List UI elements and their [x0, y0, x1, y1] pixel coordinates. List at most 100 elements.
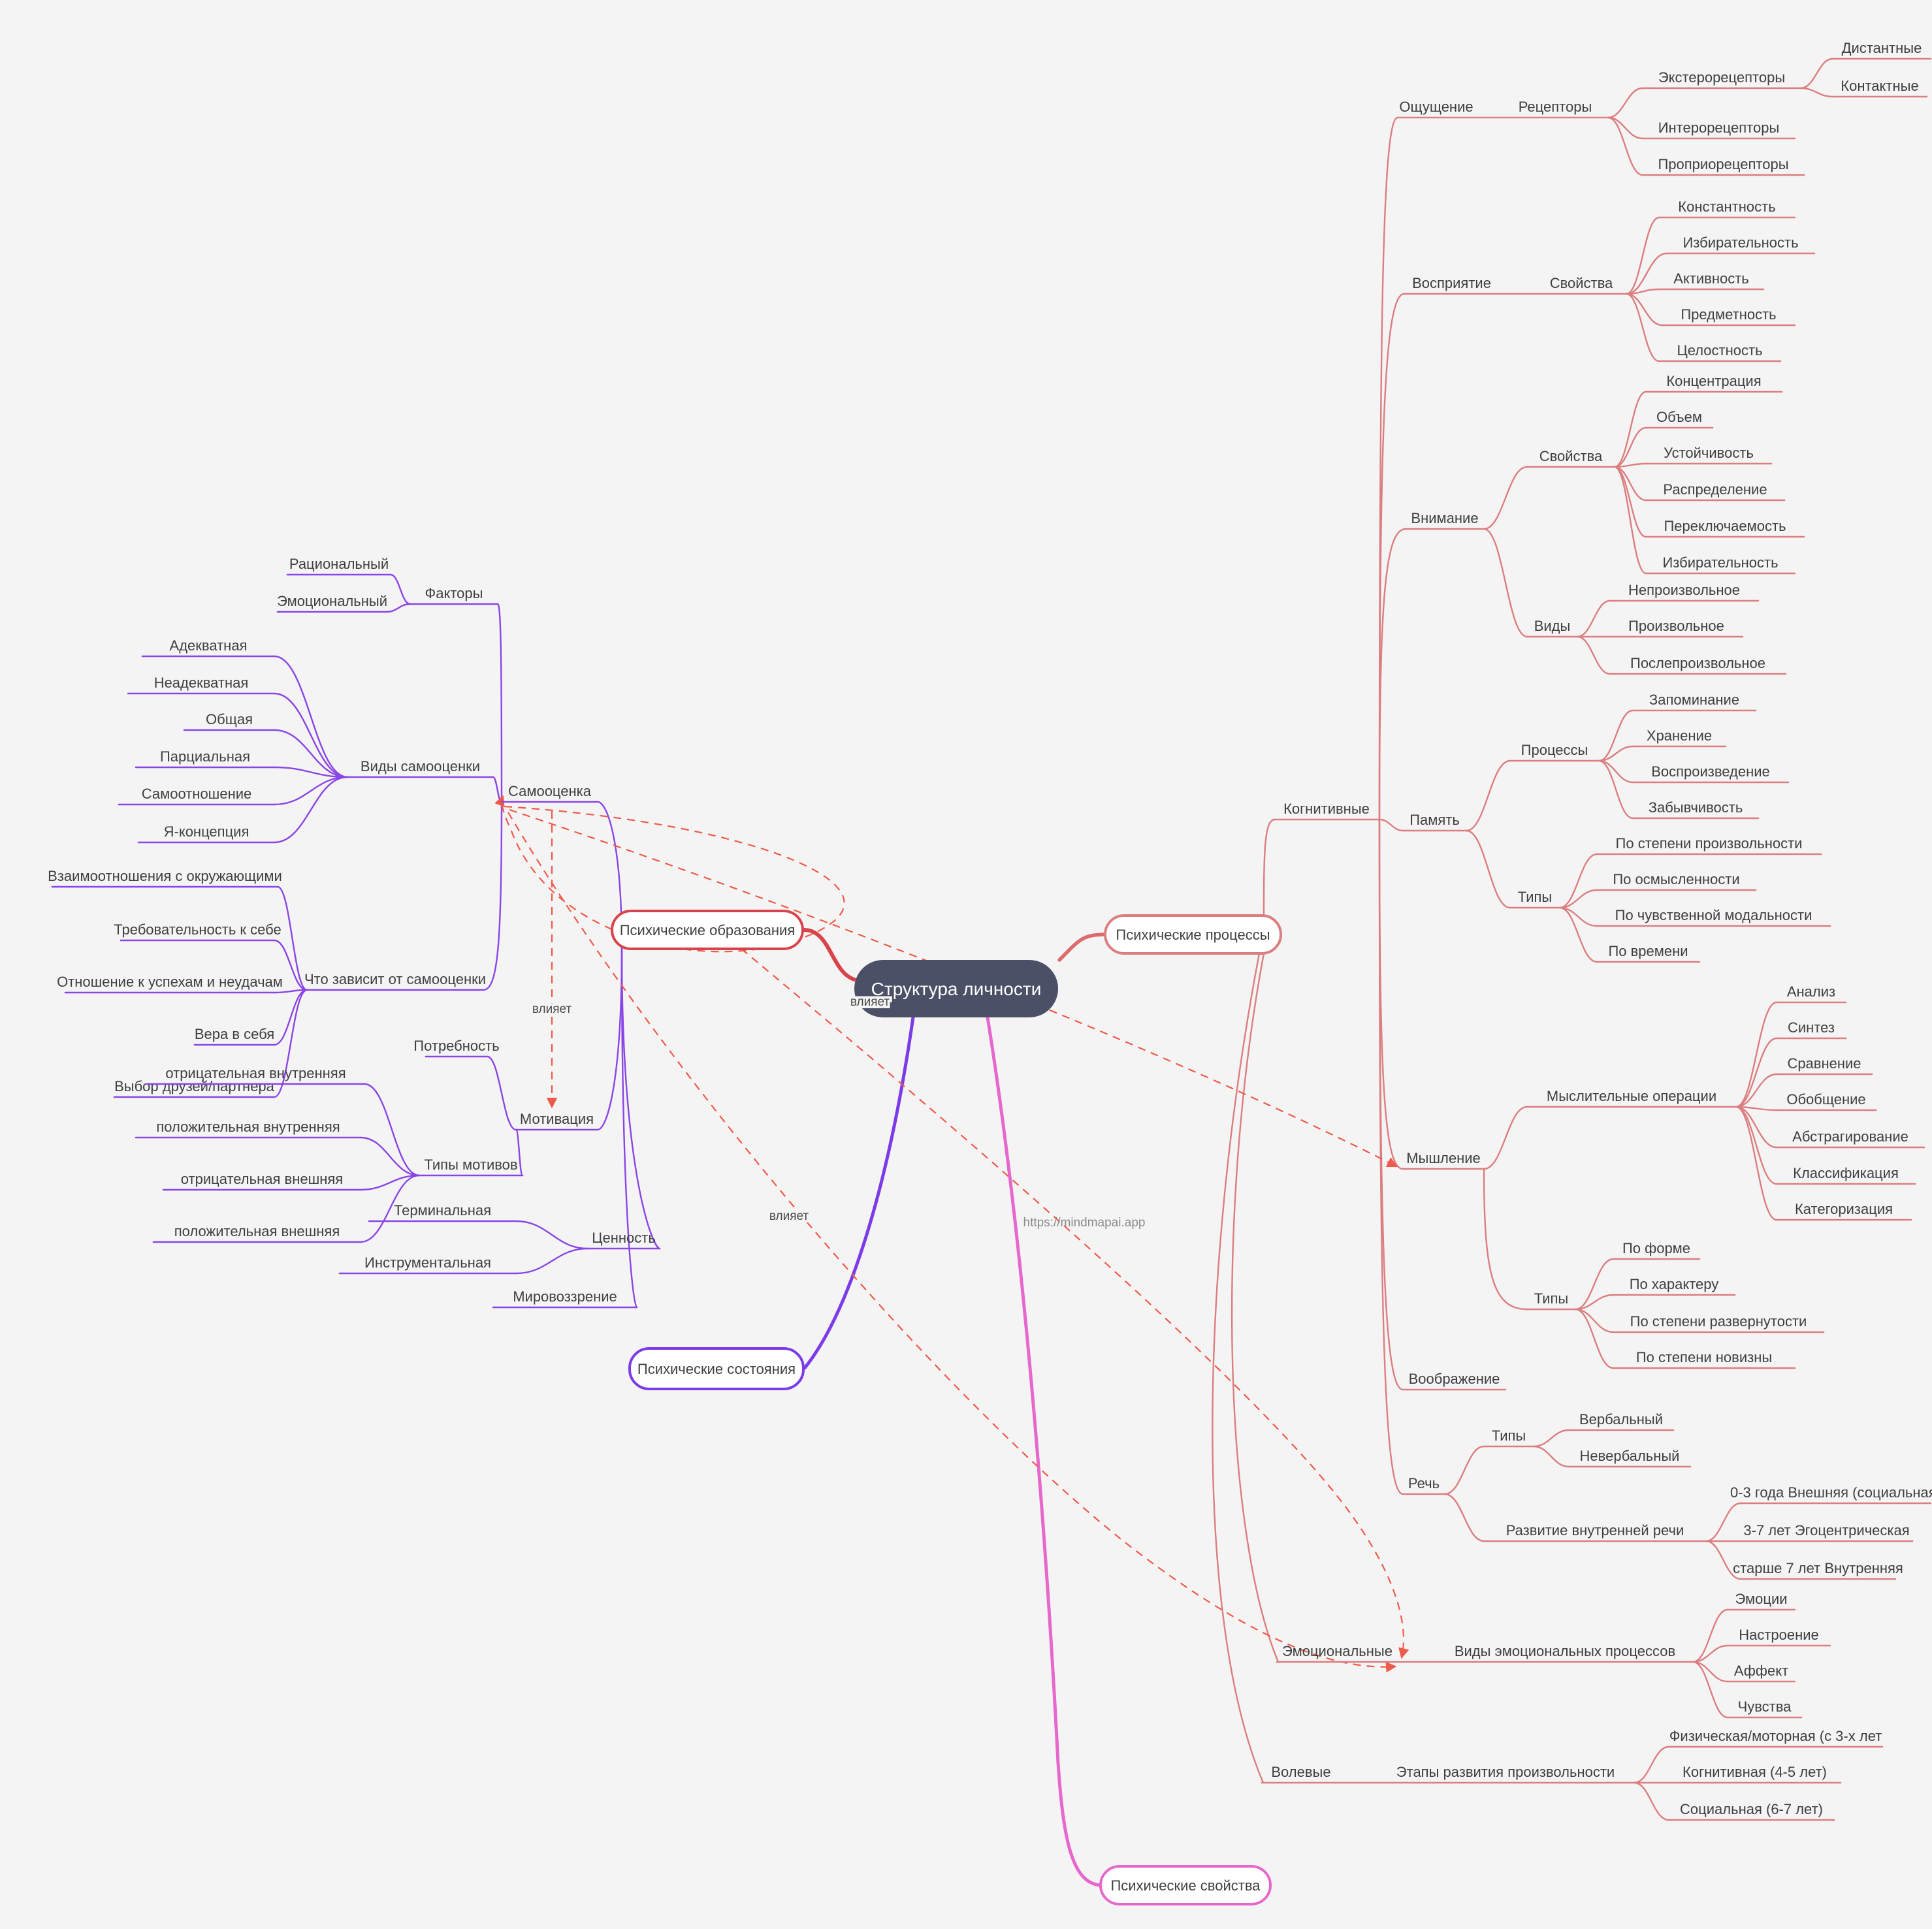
node-razv[interactable]: Развитие внутренней речи	[1506, 1522, 1684, 1538]
box-svoystva[interactable]	[1099, 1865, 1272, 1905]
node-otnosh[interactable]: Отношение к успехам и неудачам	[57, 974, 283, 990]
node-term[interactable]: Терминальная	[394, 1202, 491, 1219]
node-tiprech[interactable]: Типы	[1492, 1427, 1526, 1444]
node-otrvnesh[interactable]: отрицательная внешняя	[181, 1171, 343, 1187]
box-sostoyaniya[interactable]	[628, 1347, 805, 1390]
node-posmysl[interactable]: По осмысленности	[1613, 871, 1739, 887]
node-postnov[interactable]: По степени новизны	[1636, 1349, 1772, 1365]
node-motiv[interactable]: Мотивация	[520, 1111, 594, 1127]
node-instr[interactable]: Инструментальная	[364, 1254, 491, 1271]
node-kog[interactable]: Когнитивные	[1283, 801, 1370, 817]
node-poforme[interactable]: По форме	[1622, 1240, 1690, 1256]
node-adekv[interactable]: Адекватная	[170, 637, 248, 654]
node-let03[interactable]: 0-3 года Внешняя (социальная)	[1730, 1484, 1932, 1501]
node-vnim[interactable]: Внимание	[1411, 510, 1478, 526]
node-pochuv[interactable]: По чувственной модальности	[1615, 907, 1812, 923]
node-poharak[interactable]: По характеру	[1630, 1276, 1719, 1292]
node-sintez[interactable]: Синтез	[1788, 1019, 1835, 1036]
node-izbvn[interactable]: Избирательность	[1662, 554, 1778, 571]
node-aktiv[interactable]: Активность	[1673, 270, 1749, 287]
node-rec[interactable]: Рецепторы	[1519, 99, 1592, 115]
node-postrazv[interactable]: По степени развернутости	[1630, 1313, 1807, 1330]
node-myslop[interactable]: Мыслительные операции	[1547, 1088, 1716, 1104]
node-let7[interactable]: старше 7 лет Внутренняя	[1733, 1560, 1903, 1576]
node-svvn[interactable]: Свойства	[1539, 448, 1603, 464]
node-sravn[interactable]: Сравнение	[1787, 1055, 1861, 1072]
central-node[interactable]	[854, 960, 1058, 1017]
node-vol[interactable]: Волевые	[1271, 1764, 1330, 1780]
node-tipmysh[interactable]: Типы	[1534, 1290, 1569, 1307]
node-rac[interactable]: Рациональный	[289, 556, 389, 572]
node-samoot[interactable]: Самоотношение	[142, 786, 252, 802]
box-processy[interactable]	[1104, 914, 1282, 955]
node-obyom[interactable]: Объем	[1656, 409, 1702, 425]
node-nastr[interactable]: Настроение	[1739, 1627, 1819, 1643]
node-vospr[interactable]: Воспроизведение	[1651, 763, 1770, 780]
node-konst[interactable]: Константность	[1678, 199, 1775, 215]
node-vidsam[interactable]: Виды самооценки	[361, 758, 480, 774]
node-verb[interactable]: Вербальный	[1579, 1411, 1663, 1427]
node-neverb[interactable]: Невербальный	[1580, 1448, 1680, 1464]
node-videmoc[interactable]: Виды эмоциональных процессов	[1455, 1643, 1675, 1659]
node-let37[interactable]: 3-7 лет Эгоцентрическая	[1743, 1522, 1909, 1538]
node-predm[interactable]: Предметность	[1681, 306, 1776, 323]
node-vidvn[interactable]: Виды	[1534, 618, 1571, 634]
node-inter[interactable]: Интерорецепторы	[1658, 120, 1780, 136]
node-yakonc[interactable]: Я-концепция	[164, 823, 250, 840]
node-proc[interactable]: Процессы	[1521, 742, 1588, 758]
node-kateg[interactable]: Категоризация	[1795, 1201, 1893, 1217]
node-vos[interactable]: Восприятие	[1412, 275, 1491, 291]
node-parc[interactable]: Парциальная	[160, 748, 250, 765]
node-polvnesh[interactable]: положительная внешняя	[174, 1223, 340, 1239]
node-postep[interactable]: По степени произвольности	[1616, 835, 1803, 852]
node-izbv[interactable]: Избирательность	[1682, 234, 1798, 251]
node-ekst[interactable]: Экстерорецепторы	[1658, 69, 1785, 86]
node-tipam[interactable]: Типы	[1518, 889, 1553, 905]
node-affekt[interactable]: Аффект	[1734, 1663, 1788, 1679]
node-soc67[interactable]: Социальная (6-7 лет)	[1680, 1801, 1823, 1817]
node-vybor[interactable]: Выбор друзей/партнера	[114, 1078, 275, 1094]
node-abstr[interactable]: Абстрагирование	[1792, 1128, 1908, 1145]
node-cen[interactable]: Ценность	[592, 1230, 656, 1246]
node-obob[interactable]: Обобщение	[1786, 1091, 1865, 1108]
node-emocii[interactable]: Эмоции	[1735, 1591, 1787, 1607]
node-etapy[interactable]: Этапы развития произвольности	[1396, 1764, 1615, 1780]
node-fakt[interactable]: Факторы	[425, 585, 483, 601]
node-treb[interactable]: Требовательность к себе	[114, 921, 281, 938]
node-konc[interactable]: Концентрация	[1666, 373, 1761, 389]
node-fiz[interactable]: Физическая/моторная (с 3-х лет	[1669, 1728, 1882, 1744]
node-prop[interactable]: Проприорецепторы	[1658, 156, 1788, 172]
node-samo[interactable]: Самооценка	[508, 783, 592, 799]
node-dist[interactable]: Дистантные	[1842, 40, 1922, 56]
box-obrazovaniya[interactable]	[611, 910, 804, 950]
node-tipmot[interactable]: Типы мотивов	[424, 1156, 517, 1173]
node-emoc[interactable]: Эмоциональные	[1282, 1643, 1393, 1659]
node-raspr[interactable]: Распределение	[1663, 481, 1767, 498]
node-potreb[interactable]: Потребность	[413, 1038, 499, 1054]
node-celost[interactable]: Целостность	[1677, 342, 1762, 359]
node-klass[interactable]: Классификация	[1793, 1165, 1899, 1181]
node-otrvnutr[interactable]: отрицательная внутренняя	[165, 1065, 346, 1081]
node-chuv[interactable]: Чувства	[1738, 1698, 1792, 1715]
node-rech[interactable]: Речь	[1408, 1475, 1440, 1491]
node-kont[interactable]: Контактные	[1841, 78, 1918, 94]
node-analiz[interactable]: Анализ	[1787, 983, 1835, 1000]
node-obsh[interactable]: Общая	[206, 711, 253, 727]
node-pam[interactable]: Память	[1409, 812, 1460, 828]
node-hran[interactable]: Хранение	[1647, 727, 1712, 744]
node-kogn45[interactable]: Когнитивная (4-5 лет)	[1682, 1764, 1827, 1780]
node-mir[interactable]: Мировоззрение	[513, 1288, 617, 1305]
node-vera[interactable]: Вера в себя	[195, 1026, 274, 1042]
node-polvnutr[interactable]: положительная внутренняя	[156, 1119, 340, 1135]
node-proiz[interactable]: Произвольное	[1628, 618, 1724, 634]
node-svv[interactable]: Свойства	[1550, 275, 1613, 291]
node-voobr[interactable]: Воображение	[1409, 1371, 1500, 1387]
node-povrem[interactable]: По времени	[1608, 943, 1688, 959]
node-chto[interactable]: Что зависит от самооценки	[304, 971, 486, 987]
node-neproiz[interactable]: Непроизвольное	[1628, 582, 1740, 598]
node-mysh[interactable]: Мышление	[1406, 1150, 1481, 1166]
node-ustoy[interactable]: Устойчивость	[1664, 445, 1754, 461]
node-perekl[interactable]: Переключаемость	[1664, 518, 1786, 534]
node-vzaim[interactable]: Взаимоотношения с окружающими	[48, 868, 282, 884]
node-posle[interactable]: Послепроизвольное	[1630, 655, 1765, 671]
